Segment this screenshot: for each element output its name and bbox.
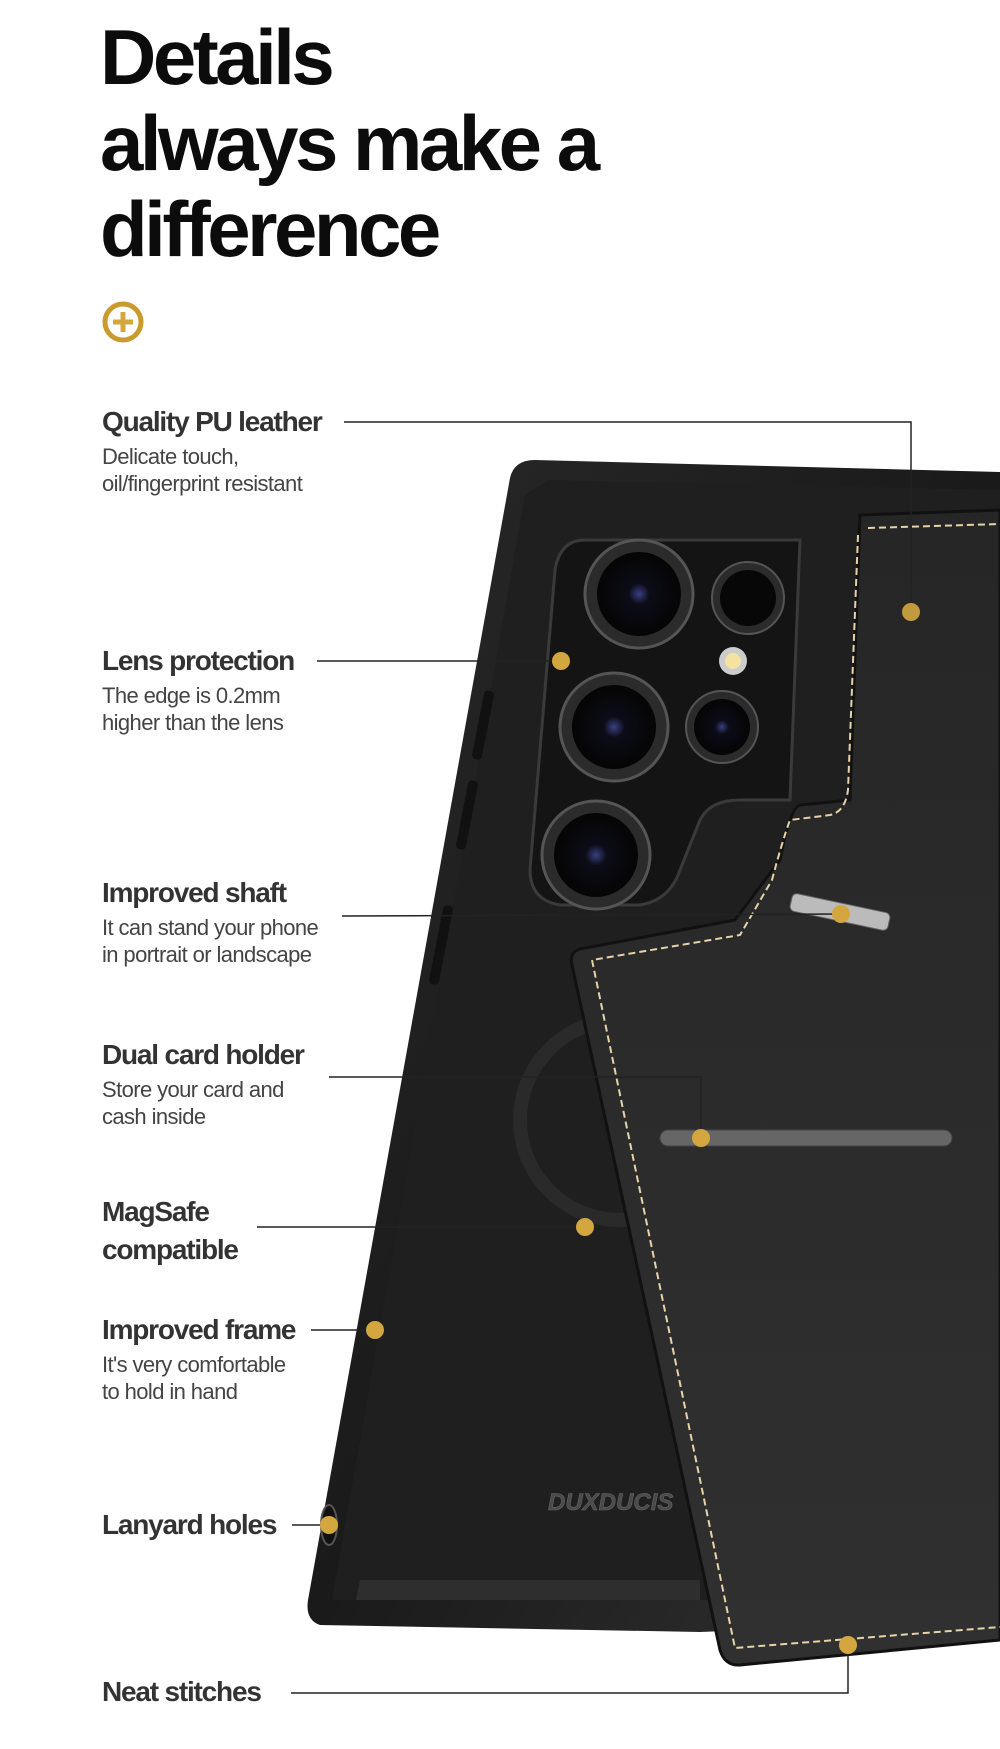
- feature-title: Quality PU leather: [102, 406, 323, 437]
- brand-logo: DUXDUCIS: [548, 1489, 673, 1516]
- feature-title: Lanyard holes: [102, 1509, 277, 1540]
- page-title: Details always make a difference: [100, 13, 600, 273]
- feature-quality-pu-leather: Quality PU leather Delicate touch,oil/fi…: [102, 405, 323, 497]
- callout-lines: [257, 421, 912, 1694]
- feature-desc: Delicate touch,oil/fingerprint resistant: [102, 444, 303, 496]
- title-line: always make a: [100, 99, 600, 187]
- title-line: difference: [100, 185, 441, 273]
- card-slot: [659, 1129, 953, 1147]
- camera-lens: [540, 538, 785, 911]
- plus-circle-icon: [102, 301, 144, 343]
- title-line: Details: [100, 13, 335, 101]
- feature-title: Neat stitches: [102, 1676, 262, 1707]
- feature-neat-stitches: Neat stitches: [102, 1675, 262, 1709]
- stitching: [590, 523, 1000, 1650]
- callout-dots: [320, 603, 920, 1654]
- feature-title: Improved shaft: [102, 877, 287, 908]
- feature-lanyard-holes: Lanyard holes: [102, 1508, 277, 1542]
- feature-title: Dual card holder: [102, 1039, 305, 1070]
- feature-title: Lens protection: [102, 645, 295, 676]
- feature-title: Improved frame: [102, 1314, 296, 1345]
